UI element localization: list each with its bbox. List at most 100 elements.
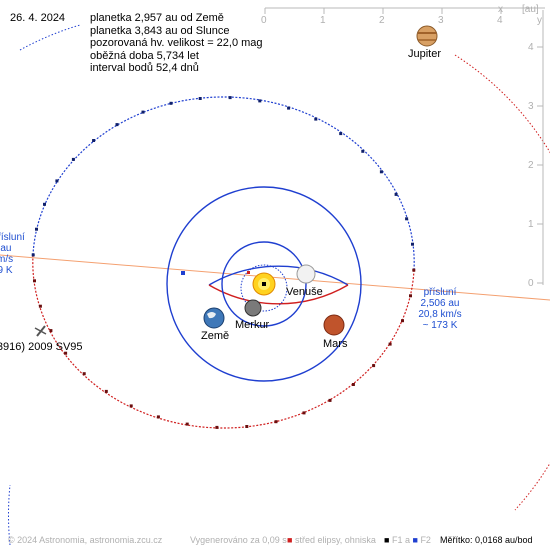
apsis-line xyxy=(0,254,550,301)
aphelion-info: přísluní 1 au km/s 39 K xyxy=(0,232,25,276)
orbit-point-marker xyxy=(33,279,36,283)
scale-right-tick-0: 0 xyxy=(528,278,534,289)
orbit-point-marker xyxy=(258,99,262,103)
mars-orbit-upper xyxy=(208,265,349,286)
footer-copyright[interactable]: © 2024 Astronomia, astronomia.zcu.cz xyxy=(8,535,163,545)
earth-label: Země xyxy=(201,330,230,342)
orbit-point-marker xyxy=(302,411,306,415)
orbit-point-marker xyxy=(228,96,232,100)
venus-label: Venuše xyxy=(286,286,323,298)
orbit-point-marker xyxy=(92,139,96,142)
scale-right-tick-1: 1 xyxy=(528,219,534,230)
info-distance-sun: planetka 3,843 au od Slunce xyxy=(90,24,230,37)
orbit-point-marker xyxy=(169,101,173,105)
sun-center-marker xyxy=(262,282,266,286)
venus-icon xyxy=(296,264,316,284)
mercury-orbit xyxy=(240,264,288,312)
earth-cloud xyxy=(207,312,216,319)
orbit-point-marker xyxy=(314,117,318,121)
info-block: planetka 2,957 au od Země planetka 3,843… xyxy=(90,12,263,75)
jupiter-label: Jupiter xyxy=(408,48,442,60)
legend-center-text: střed elipsy, ohniska xyxy=(294,535,376,545)
mars-orbit-lower xyxy=(208,284,349,305)
info-magnitude: pozorovaná hv. velikost = 22,0 mag xyxy=(90,37,263,49)
orbit-point-marker xyxy=(156,415,160,419)
scale-top-tick-1: 1 xyxy=(320,15,326,26)
orbit-point-marker xyxy=(215,425,219,429)
orbit-point-marker xyxy=(104,389,108,393)
orbit-point-marker xyxy=(31,253,35,257)
ellipse-focus-f2 xyxy=(181,271,185,275)
mars-icon xyxy=(323,314,345,336)
scale-top-tick-3: 3 xyxy=(438,15,444,26)
aphelion-temperature: 39 K xyxy=(0,265,13,276)
orbit-point-marker xyxy=(405,217,409,221)
orbit-point-marker xyxy=(71,157,75,161)
orbit-point-marker xyxy=(141,110,145,114)
perihelion-speed: 20,8 km/s xyxy=(418,309,462,320)
scale-top-tick-4: 4 xyxy=(497,15,503,26)
orbit-point-marker xyxy=(35,227,38,231)
footer-generated: Vygenerováno za 0,09 s xyxy=(190,535,287,545)
jupiter-orbit-arc-left-upper xyxy=(19,24,81,51)
info-period: oběžná doba 5,734 let xyxy=(90,49,199,62)
venus-orbit xyxy=(221,241,307,327)
orbit-point-marker xyxy=(64,351,68,355)
orbit-point-marker xyxy=(379,170,383,174)
mercury-icon xyxy=(244,299,262,317)
f1-marker-icon: ■ xyxy=(384,535,390,545)
ellipse-center-marker xyxy=(247,271,250,274)
asteroid-label: (153916) 2009 SV95 xyxy=(0,341,83,353)
asteroid-orbit-upper xyxy=(32,96,415,271)
scale-right-tick-3: 3 xyxy=(528,101,534,112)
orbit-point-marker xyxy=(351,383,355,386)
mercury-label: Merkur xyxy=(235,319,270,331)
footer-legend-foci: ■ F1 a ■ F2 xyxy=(384,532,431,548)
footer-scale: Měřítko: 0,0168 au/bod xyxy=(440,535,533,545)
legend-f1-text: F1 a xyxy=(391,535,410,545)
orbit-point-marker xyxy=(43,202,46,206)
mars-label: Mars xyxy=(323,338,348,350)
orbit-point-marker xyxy=(361,149,365,153)
orbit-point-marker xyxy=(274,420,278,424)
orbit-point-marker xyxy=(394,192,398,196)
asteroid-icon xyxy=(34,325,47,337)
perihelion-distance: 2,506 au xyxy=(420,298,460,309)
scale-right-tick-2: 2 xyxy=(528,160,534,171)
orbit-point-marker xyxy=(401,319,404,323)
orbit-point-marker xyxy=(409,294,412,298)
scale-axis-right xyxy=(537,10,544,285)
footer-legend-center: ■ střed elipsy, ohniska xyxy=(287,532,376,548)
orbit-point-marker xyxy=(372,364,376,368)
asteroid-orbit-lower xyxy=(32,254,415,429)
aphelion-speed: km/s xyxy=(0,254,14,265)
date-label: 26. 4. 2024 xyxy=(10,12,66,24)
jupiter-orbit-arc xyxy=(454,54,550,511)
orbit-point-marker xyxy=(388,342,392,346)
orbit-point-marker xyxy=(339,132,343,136)
orbit-point-marker xyxy=(185,422,189,426)
asteroid-position-markers xyxy=(31,96,416,429)
orbit-point-marker xyxy=(49,329,53,333)
orbit-point-marker xyxy=(129,404,133,408)
f2-marker-icon: ■ xyxy=(412,535,418,545)
perihelion-title: přísluní xyxy=(423,287,457,298)
earth-orbit xyxy=(166,186,362,382)
orbit-point-marker xyxy=(412,268,416,272)
legend-f2-text: F2 xyxy=(420,535,431,545)
center-marker-icon: ■ xyxy=(287,535,293,545)
perihelion-temperature: ~ 173 K xyxy=(422,320,458,331)
info-interval: interval bodů 52,4 dnů xyxy=(90,62,199,74)
orbit-point-marker xyxy=(411,242,414,246)
scale-axis-top xyxy=(264,7,545,14)
orbit-point-marker xyxy=(55,179,59,183)
scale-top-tick-0: 0 xyxy=(261,15,267,26)
orbit-point-marker xyxy=(198,97,202,100)
scale-y-label: y xyxy=(537,15,542,26)
scale-top-tick-2: 2 xyxy=(379,15,385,26)
aphelion-distance: 1 au xyxy=(0,243,12,254)
orbit-point-marker xyxy=(38,304,42,308)
scale-unit-label: [au] xyxy=(522,4,539,15)
